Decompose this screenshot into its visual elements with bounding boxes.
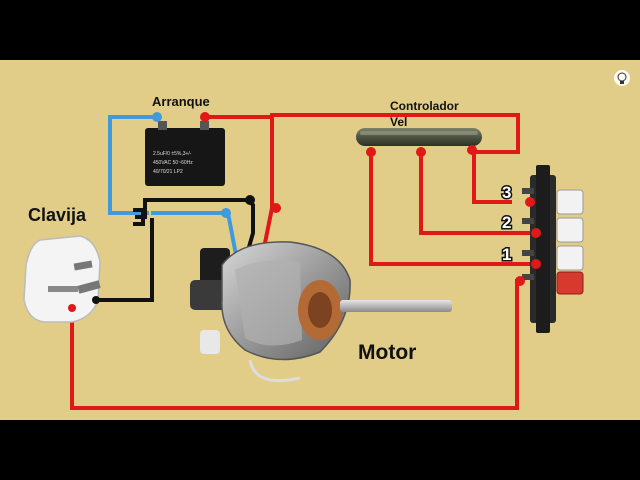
motor xyxy=(190,241,452,383)
label-vel: Vel xyxy=(390,115,407,129)
red-wire-speed-2 xyxy=(419,152,536,235)
red-wire-speed-3 xyxy=(472,152,512,204)
capacitor-text-line1: 2.5uF/0 ±5%,3+/- xyxy=(153,151,192,157)
capacitor-text-line3: 40/70/21 LP2 xyxy=(153,169,183,175)
label-clavija: Clavija xyxy=(28,205,87,225)
red-wire-speed-1 xyxy=(369,152,536,266)
switch-button-2[interactable] xyxy=(556,217,584,243)
junction-dot-black xyxy=(245,195,255,205)
switch-number-2: 2 xyxy=(502,213,511,232)
wire-junction xyxy=(133,208,145,226)
switch-button-off[interactable] xyxy=(556,271,584,295)
switch-terminal-common xyxy=(515,276,525,286)
resistor-tap-2 xyxy=(416,147,426,157)
plug-terminal-red xyxy=(68,304,76,312)
label-arranque: Arranque xyxy=(152,94,210,109)
plug-terminal-black xyxy=(92,296,100,304)
lightbulb-icon xyxy=(614,70,630,86)
black-wire-plug xyxy=(95,218,154,302)
junction-dot-red xyxy=(271,203,281,213)
resistor-tap-1 xyxy=(366,147,376,157)
switch-terminal-2 xyxy=(531,228,541,238)
capacitor-text-line2: 450VAC 50~60Hz xyxy=(153,160,193,166)
resistor-tap-3 xyxy=(467,145,477,155)
switch-number-1: 1 xyxy=(502,245,511,264)
junction-dot-blue xyxy=(221,208,231,218)
speed-switch xyxy=(522,165,556,333)
plug xyxy=(23,235,101,323)
blue-wire-capacitor xyxy=(108,115,155,215)
capacitor-terminal-blue xyxy=(152,112,162,122)
red-wire-motor-feed xyxy=(270,113,520,154)
label-controlador: Controlador xyxy=(390,99,459,113)
label-motor: Motor xyxy=(358,341,416,364)
top-letterbox xyxy=(0,0,640,60)
switch-number-3: 3 xyxy=(502,183,511,202)
switch-button-3[interactable] xyxy=(556,189,584,215)
capacitor: 2.5uF/0 ±5%,3+/- 450VAC 50~60Hz 40/70/21… xyxy=(145,121,225,186)
switch-terminal-3 xyxy=(525,197,535,207)
speed-controller-resistor xyxy=(356,128,482,146)
bottom-letterbox xyxy=(0,420,640,480)
switch-terminal-1 xyxy=(531,259,541,269)
switch-button-1[interactable] xyxy=(556,245,584,271)
capacitor-terminal-red xyxy=(200,112,210,122)
